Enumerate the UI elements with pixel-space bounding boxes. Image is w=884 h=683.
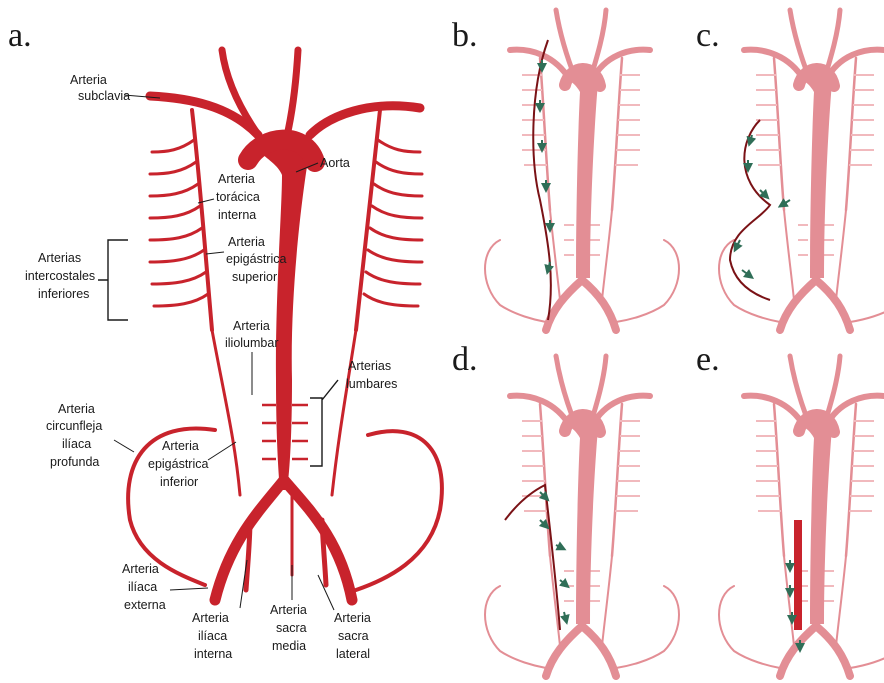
right-common-iliac bbox=[284, 480, 352, 600]
panel-label-c: c. bbox=[696, 17, 720, 54]
right-subclavian-artery bbox=[310, 106, 420, 135]
panel-c-diagram: c. bbox=[696, 10, 884, 330]
panel-label-e: e. bbox=[696, 341, 720, 378]
panel-label-d: d. bbox=[452, 341, 478, 378]
collateral-pathway-c bbox=[730, 120, 770, 300]
panel-b-diagram: b. bbox=[452, 10, 679, 330]
panel-e-diagram: e. bbox=[696, 341, 884, 676]
aorta bbox=[258, 138, 308, 490]
inferior-epigastric-left bbox=[212, 330, 240, 495]
right-carotid-artery bbox=[286, 50, 298, 140]
label-aorta: Aorta bbox=[320, 156, 350, 170]
lumbares-bracket bbox=[310, 380, 338, 466]
deep-circumflex-iliac-right bbox=[356, 431, 442, 590]
panel-d-diagram: d. bbox=[452, 341, 679, 676]
intercostales-bracket bbox=[98, 240, 128, 320]
panel-label-a: a. bbox=[8, 17, 32, 54]
panel-label-b: b. bbox=[452, 17, 478, 54]
inferior-epigastric-right bbox=[332, 330, 356, 495]
panel-a-diagram: a. bbox=[8, 17, 442, 661]
collateral-pathway-d bbox=[505, 485, 560, 630]
